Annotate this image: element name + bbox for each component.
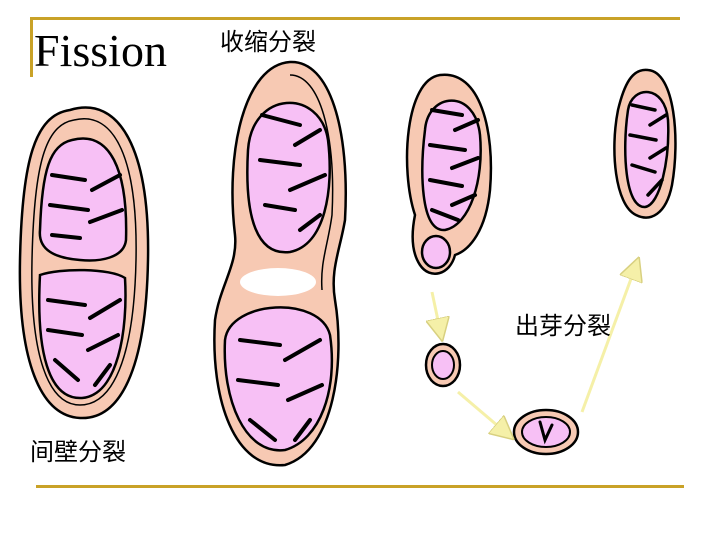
bud-vesicle-icon [424,342,462,388]
mitochondrion-small-icon [613,68,677,219]
mitochondrion-growing-icon [512,408,580,456]
left-accent-rule [30,17,33,77]
bottom-accent-rule [36,485,684,488]
contraction-division-label: 收缩分裂 [220,28,316,56]
budding-division-label: 出芽分裂 [515,312,611,340]
slide-title: Fission [34,25,167,76]
arrow-icon [432,268,635,432]
septum-division-label: 间壁分裂 [30,438,126,466]
top-accent-rule [30,17,680,20]
mitochondrion-septum-icon [18,106,150,420]
mitochondrion-budding-icon [405,73,493,275]
mitochondrion-contraction-icon [213,60,347,467]
